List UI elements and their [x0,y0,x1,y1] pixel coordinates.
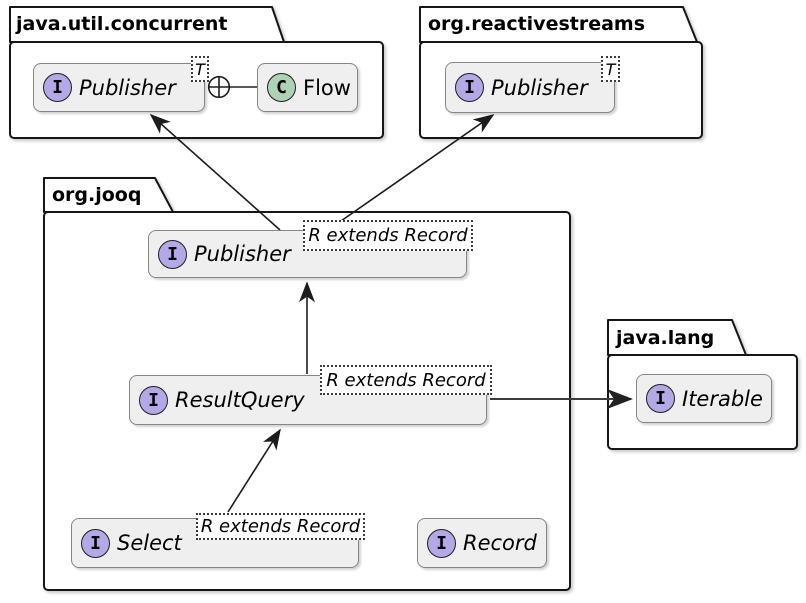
generic-param-juc-publisher: T [191,56,209,82]
interface-icon: I [646,384,675,413]
generic-param-rs-publisher: T [601,56,620,82]
interface-icon: I [427,528,456,558]
arrow-select-to-resultquery [227,428,281,513]
package-tab-org-reactivestreams [419,6,698,43]
package-name-java-lang: java.lang [616,327,715,349]
nested-class-connector [207,75,257,99]
package-tab-org-jooq [43,177,174,213]
generic-param-jooq-publisher: R extends Record [303,220,473,251]
entity-name: ResultQuery [175,388,305,412]
arrow-jooq-publisher-to-juc-publisher [149,113,281,231]
generic-param-jooq-select: R extends Record [196,513,365,540]
entity-name: Iterable [682,386,763,411]
entity-jooq-record: I Record [417,518,547,568]
interface-icon: I [158,239,187,269]
interface-icon: I [455,73,484,102]
entity-name: Record [463,531,537,555]
interface-icon: I [139,385,168,415]
package-name-org-jooq: org.jooq [52,184,142,206]
package-name-java-util-concurrent: java.util.concurrent [16,13,228,35]
entity-juc-flow: C Flow [257,63,358,112]
entity-name: Publisher [79,75,176,100]
generic-param-jooq-resultquery: R extends Record [320,365,492,395]
package-tab-java-util-concurrent [9,6,285,43]
package-tab-java-lang [607,319,747,356]
entity-name: Publisher [194,242,291,266]
entity-name: Select [117,531,182,555]
entity-rs-publisher: I Publisher [445,62,615,113]
entity-name: Flow [303,75,351,100]
interface-icon: I [43,73,72,102]
package-name-org-reactivestreams: org.reactivestreams [428,13,646,35]
interface-icon: I [81,528,110,558]
entity-juc-publisher: I Publisher [33,63,205,112]
class-icon: C [267,73,296,102]
arrow-jooq-publisher-to-rs-publisher [340,114,495,222]
entity-lang-iterable: I Iterable [636,374,772,423]
entity-name: Publisher [491,75,588,100]
